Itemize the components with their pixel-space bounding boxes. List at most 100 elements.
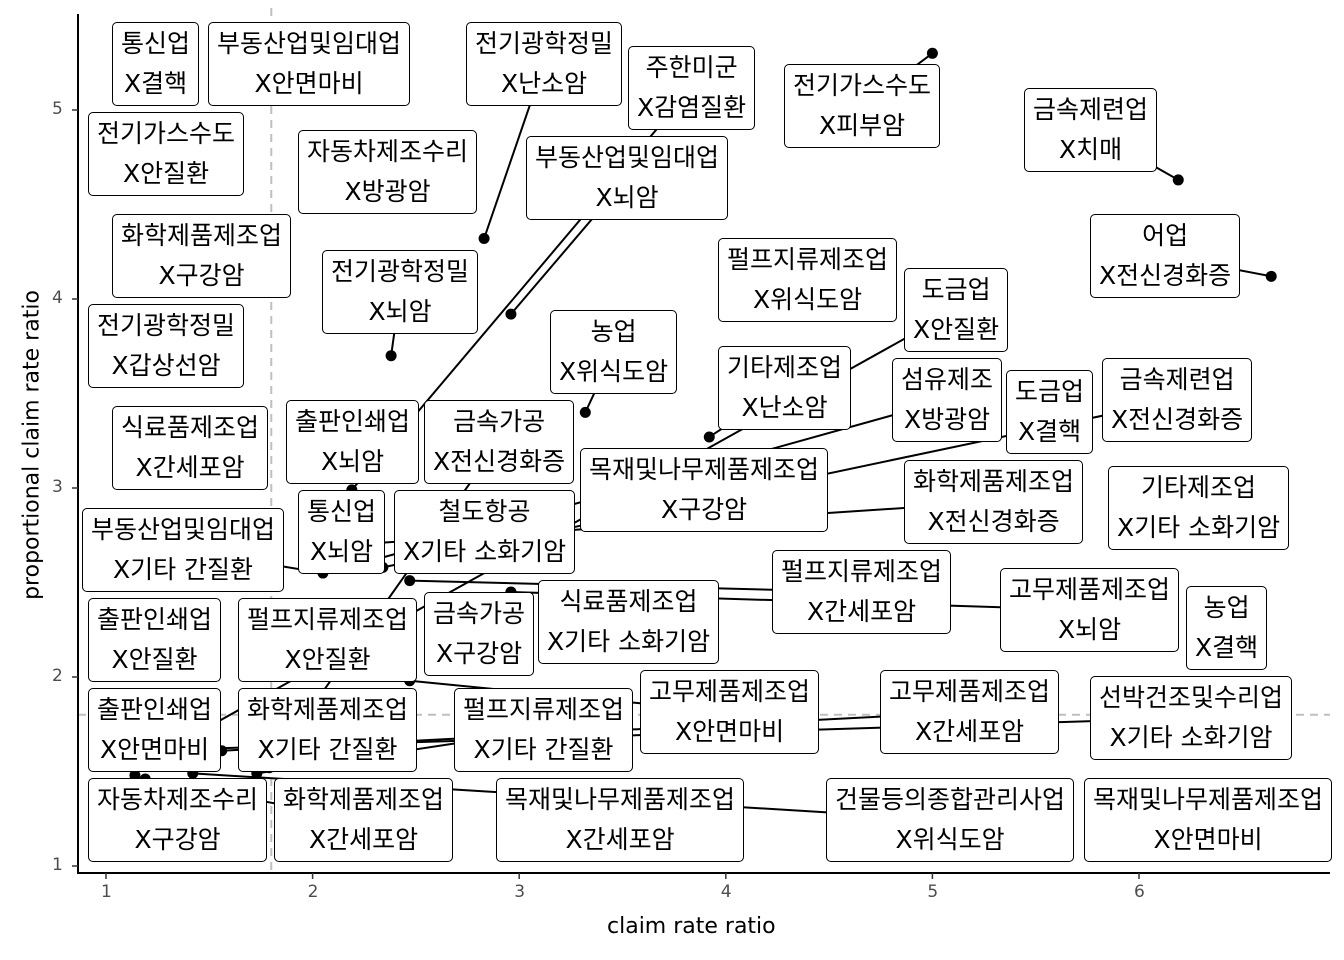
label-outcome: X기타 간질환 <box>473 735 614 764</box>
label-industry: 부동산업및임대업 <box>535 143 720 172</box>
label-outcome: X전신경화증 <box>927 507 1060 536</box>
label-outcome: X기타 간질환 <box>257 735 398 764</box>
point-label: 목재및나무제품제조업 X간세포암 <box>496 778 745 862</box>
label-industry: 도금업 <box>921 275 991 304</box>
x-tick-label: 3 <box>514 882 526 902</box>
label-outcome: X방광암 <box>344 177 431 206</box>
label-outcome: X난소암 <box>500 69 588 98</box>
label-outcome: X간세포암 <box>565 825 675 854</box>
label-industry: 금속제련업 <box>1033 95 1149 124</box>
label-industry: 전기광학정밀 <box>331 257 470 286</box>
label-outcome: X기타 간질환 <box>112 555 254 584</box>
label-outcome: X구강암 <box>660 495 748 524</box>
label-industry: 화학제품제조업 <box>913 467 1075 496</box>
x-tick-label: 2 <box>307 882 319 902</box>
label-industry: 화학제품제조업 <box>121 221 283 250</box>
label-industry: 도금업 <box>1015 377 1085 406</box>
label-outcome: X치매 <box>1058 135 1123 164</box>
label-industry: 펄프지류제조업 <box>463 695 625 724</box>
label-industry: 고무제품제조업 <box>889 677 1051 706</box>
label-industry: 철도항공 <box>438 497 531 526</box>
label-outcome: X뇌암 <box>368 297 432 326</box>
label-industry: 금속가공 <box>433 599 526 628</box>
label-industry: 금속제련업 <box>1119 365 1235 394</box>
label-outcome: X안면마비 <box>99 735 210 764</box>
label-outcome: X뇌암 <box>595 183 659 212</box>
label-outcome: X안질환 <box>284 645 371 674</box>
label-outcome: X전신경화증 <box>1099 261 1232 290</box>
point-label: 철도항공 X기타 소화기암 <box>394 490 576 574</box>
label-outcome: X간세포암 <box>806 597 917 626</box>
point-label: 화학제품제조업 X간세포암 <box>274 778 454 862</box>
label-outcome: X안질환 <box>111 645 198 674</box>
label-outcome: X기타 소화기암 <box>1117 513 1281 542</box>
label-industry: 식료품제조업 <box>121 413 260 442</box>
label-industry: 전기광학정밀 <box>97 311 236 340</box>
x-tick-label: 4 <box>720 882 732 902</box>
label-outcome: X위식도암 <box>895 825 1005 854</box>
y-tick-label: 3 <box>52 477 63 497</box>
label-outcome: X전신경화증 <box>433 447 566 476</box>
label-industry: 어업 <box>1142 221 1189 250</box>
label-outcome: X간세포암 <box>135 453 245 482</box>
label-industry: 화학제품제조업 <box>283 785 445 814</box>
label-industry: 목재및나무제품제조업 <box>505 785 736 814</box>
label-outcome: X뇌암 <box>1057 615 1122 644</box>
label-outcome: X전신경화증 <box>1111 405 1244 434</box>
label-outcome: X기타 소화기암 <box>1109 723 1273 752</box>
label-outcome: X뇌암 <box>309 537 374 566</box>
label-industry: 전기가스수도 <box>97 119 236 148</box>
point-label: 어업 X전신경화증 <box>1090 214 1241 298</box>
point-label: 출판인쇄업 X안질환 <box>88 598 222 682</box>
label-industry: 펄프지류제조업 <box>727 245 889 274</box>
x-tick-label: 6 <box>1134 882 1145 902</box>
point-label: 전기광학정밀 X뇌암 <box>322 250 479 334</box>
label-outcome: X위식도암 <box>559 357 669 386</box>
label-outcome: X난소암 <box>741 393 828 422</box>
point-label: 펄프지류제조업 X안질환 <box>238 598 418 682</box>
x-tick-label: 5 <box>927 882 939 902</box>
label-industry: 출판인쇄업 <box>97 605 213 634</box>
label-industry: 기타제조업 <box>1141 473 1257 502</box>
label-industry: 섬유제조 <box>901 365 994 394</box>
label-outcome: X감염질환 <box>637 93 747 122</box>
point-label: 화학제품제조업 X전신경화증 <box>904 460 1084 544</box>
label-outcome: X안면마비 <box>1153 825 1263 854</box>
label-outcome: X기타 소화기암 <box>547 627 711 656</box>
label-outcome: X피부암 <box>818 111 906 140</box>
label-outcome: X기타 소화기암 <box>403 537 567 566</box>
label-outcome: X결핵 <box>1195 633 1259 662</box>
label-outcome: X안질환 <box>913 315 1000 344</box>
point-label: 도금업 X안질환 <box>904 268 1009 352</box>
point-label: 도금업 X결핵 <box>1006 370 1094 454</box>
y-tick-label: 5 <box>52 99 63 119</box>
point-label: 선박건조및수리업 X기타 소화기암 <box>1090 676 1293 760</box>
label-industry: 선박건조및수리업 <box>1099 683 1284 712</box>
label-outcome: X간세포암 <box>308 825 419 854</box>
label-outcome: X결핵 <box>1017 417 1082 446</box>
label-industry: 펄프지류제조업 <box>247 605 409 634</box>
